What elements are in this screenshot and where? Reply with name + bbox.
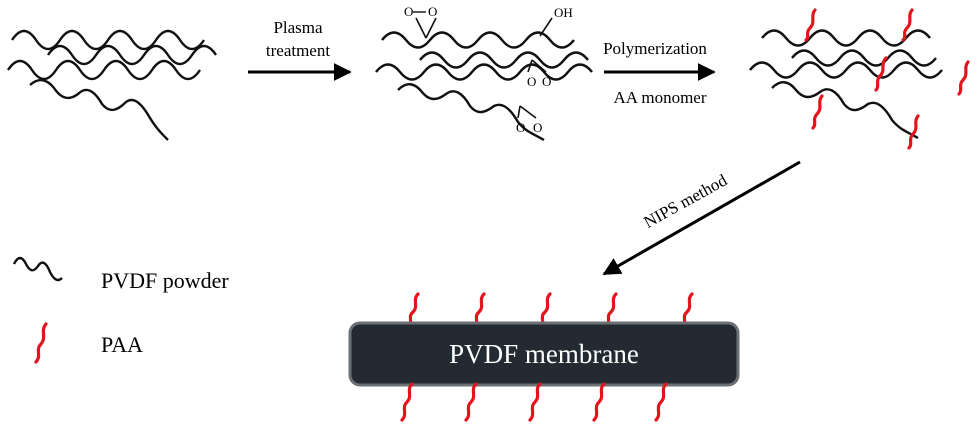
pvdf-chains-raw [7,29,217,141]
chem-labels: O O OH O O O O [404,4,573,135]
peroxide-o-label: O [404,4,413,19]
paa-graft [592,382,606,422]
plasma-label-line2: treatment [266,41,330,60]
legend-paa-label: PAA [101,332,143,357]
pvdf-chains-treated [375,17,593,142]
legend: PVDF powder PAA [12,256,229,364]
paa-graft [400,382,414,422]
paa-graft [811,94,824,130]
pvdf-chain [381,31,575,49]
pvdf-chain [419,51,589,69]
peroxide-o-label: O [428,4,437,19]
paa-graft [464,382,478,422]
peroxide-o-label: O [516,120,525,135]
pvdf-chain [29,78,169,141]
polymerization-label: Polymerization [603,39,707,58]
paa-legend-icon [34,322,48,364]
pvdf-chain [749,61,943,79]
paa-graft [654,382,668,422]
plasma-label-line1: Plasma [273,18,323,37]
pvdf-chain [11,29,205,51]
paa-graft [957,60,970,96]
pvdf-chains-grafted [749,29,943,140]
peroxide-bond [527,59,533,73]
nips-step: NIPS method [602,160,801,276]
pvdf-chain [47,44,217,66]
membrane-bottom-grafts [400,382,668,422]
membrane-group: PVDF membrane [348,292,740,422]
nips-arrow [602,160,801,276]
plasma-step: Plasma treatment [248,18,352,81]
hydroxyl-label: OH [554,5,573,20]
peroxide-bond [425,17,437,39]
peroxide-bond [517,105,521,119]
paa-graft [528,382,542,422]
pvdf-chain [375,63,593,81]
pvdf-chain [397,83,545,142]
paa-graft [874,56,888,92]
nips-label: NIPS method [640,170,730,232]
peroxide-o-label: O [533,120,542,135]
paa-graft [907,114,920,150]
pvdf-chain [7,59,201,81]
paa-graft [804,8,817,42]
paa-grafts [804,8,970,150]
polymerization-step: Polymerization AA monomer [603,39,716,107]
peroxide-bond [519,105,537,119]
pvdf-chain [791,49,937,67]
peroxide-bond [531,59,547,73]
membrane-label: PVDF membrane [449,339,639,369]
legend-pvdf-label: PVDF powder [101,268,229,293]
monomer-label: AA monomer [613,88,706,107]
pvdf-chain [771,81,919,140]
hydroxyl-bond [539,17,553,37]
peroxide-o-label: O [542,74,551,89]
pvdf-legend-icon [12,256,63,282]
peroxide-o-label: O [527,74,536,89]
paa-graft [901,8,914,42]
pvdf-membrane [348,321,740,387]
peroxide-bond [415,17,427,39]
